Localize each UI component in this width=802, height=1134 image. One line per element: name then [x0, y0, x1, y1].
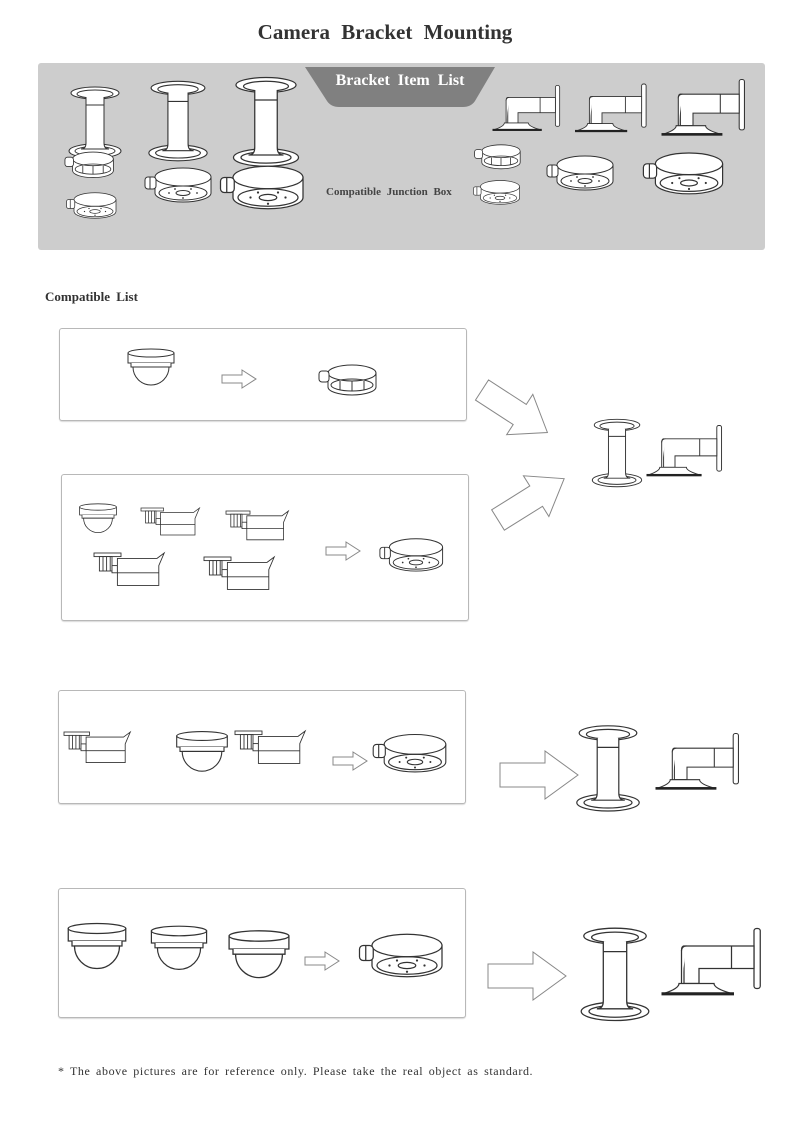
- box-bullet-camera-hood-icon: [203, 556, 275, 590]
- junction-box-small-open-icon: [474, 144, 521, 170]
- mini-bullet-camera-icon: [140, 507, 200, 536]
- arrow-right-icon: [332, 751, 368, 771]
- arrow-right-icon: [487, 951, 567, 1001]
- arrow-right-icon: [304, 951, 340, 971]
- compatible-list-heading: Compatible List: [45, 289, 138, 304]
- wall-bracket-large-icon: [660, 927, 761, 996]
- junction-box-small-icon: [66, 192, 117, 219]
- wall-bracket-small-icon: [646, 425, 723, 477]
- bracket-item-list-tab: Bracket Item List: [305, 63, 495, 107]
- junction-box-large-icon: [358, 933, 443, 978]
- reference-footnote: * The above pictures are for reference o…: [58, 1064, 534, 1078]
- bullet-camera-icon: [225, 510, 289, 541]
- junction-box-medium-icon: [144, 167, 212, 203]
- pendant-bracket-small-icon: [591, 418, 643, 488]
- pendant-bracket-medium-icon: [148, 80, 208, 162]
- arrow-up-right-icon: [484, 457, 578, 541]
- wall-bracket-medium-icon: [654, 732, 739, 791]
- tab-label: Bracket Item List: [335, 72, 465, 89]
- compatible-group-4: [58, 888, 466, 1018]
- wall-bracket-large-icon: [660, 78, 745, 137]
- turret-dome-camera-icon: [79, 503, 117, 533]
- junction-box-medium-icon: [372, 733, 447, 773]
- junction-box-large-icon: [219, 165, 304, 210]
- brackets-group-1-2: [468, 369, 723, 541]
- bullet-camera-bracket-icon: [63, 731, 131, 764]
- compatible-group-2: [61, 474, 469, 621]
- turret-camera-icon: [150, 925, 208, 971]
- arrow-right-icon: [221, 369, 257, 389]
- arrow-down-right-icon: [468, 369, 561, 454]
- compatible-group-1: [59, 328, 467, 421]
- pendant-bracket-medium-icon: [576, 725, 640, 812]
- junction-box-small-icon: [379, 538, 444, 572]
- junction-box-small-open-icon: [64, 151, 114, 179]
- brackets-group-4: [487, 927, 761, 1022]
- arrow-right-icon: [325, 541, 361, 561]
- mini-dome-camera-icon: [127, 348, 175, 386]
- arrow-right-icon: [499, 750, 579, 800]
- compatible-junction-box-caption: Compatible Junction Box: [326, 186, 452, 198]
- compatible-group-3: [58, 690, 466, 804]
- junction-box-large-icon: [642, 152, 724, 195]
- vandal-dome-camera-icon: [67, 922, 127, 970]
- box-bullet-camera-bracket-icon: [234, 730, 306, 764]
- pendant-bracket-small-icon: [68, 86, 122, 159]
- pendant-bracket-large-icon: [580, 927, 650, 1022]
- junction-box-small-open-icon: [318, 364, 377, 396]
- box-bullet-camera-long-icon: [93, 552, 165, 586]
- page-title: Camera Bracket Mounting: [257, 20, 513, 44]
- pendant-bracket-large-icon: [232, 76, 300, 167]
- ptz-dome-camera-icon: [228, 930, 290, 979]
- wall-bracket-small-icon: [492, 85, 561, 132]
- junction-box-medium-icon: [546, 155, 614, 191]
- wall-bracket-medium-icon: [574, 83, 647, 133]
- junction-box-small-icon: [473, 180, 520, 205]
- eyeball-dome-camera-icon: [176, 731, 228, 772]
- brackets-group-3: [499, 725, 739, 812]
